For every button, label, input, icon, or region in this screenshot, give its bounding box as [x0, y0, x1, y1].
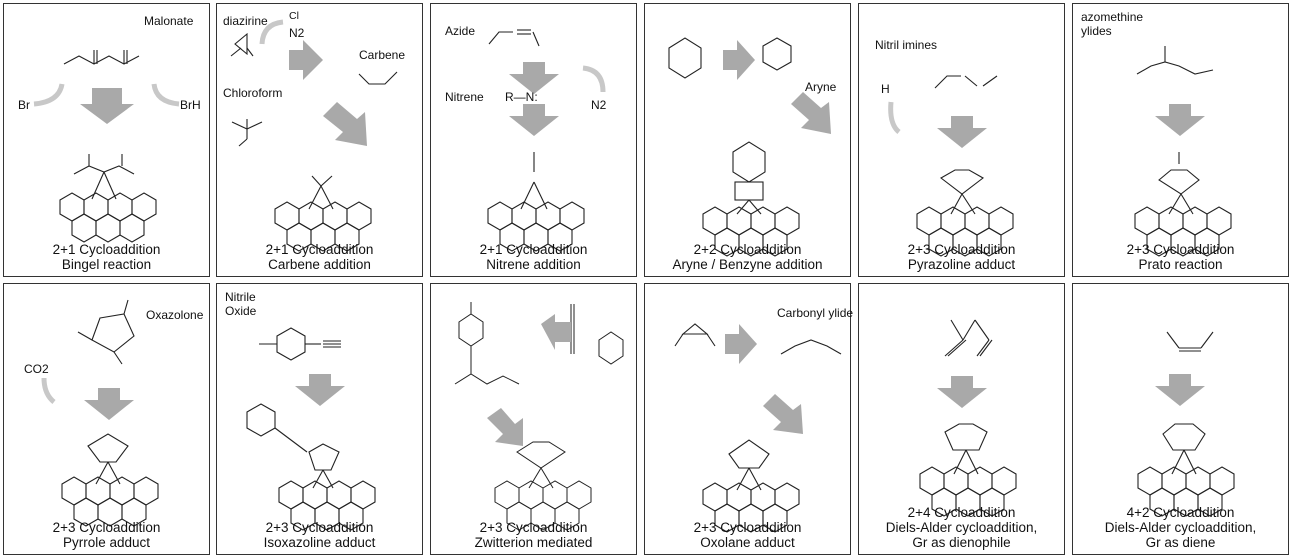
intermediate-label: Aryne: [805, 80, 837, 94]
caption-line2: Pyrazoline adduct: [907, 257, 1016, 272]
panel-prato: azomethine ylides 2+3 Cycloaddition Prat…: [1072, 3, 1289, 277]
reagent-label: Nitril imines: [875, 38, 938, 52]
caption-line1: 4+2 Cycloaddition: [1126, 505, 1235, 520]
reagent1-label: Nitrile: [225, 290, 256, 304]
caption-line2: Prato reaction: [1138, 257, 1223, 272]
caption-line2: Aryne / Benzyne addition: [672, 257, 823, 272]
caption-line1: 2+4 Cycloaddition: [907, 505, 1016, 520]
prato-structure-diagram: [1134, 46, 1232, 257]
caption-line2: Diels-Alder cycloaddition,: [885, 520, 1038, 535]
byproduct-label: N2: [591, 98, 607, 112]
byproduct-label: CO2: [24, 362, 49, 376]
panel-caption: 2+3 Cycloaddition Oxolane adduct: [645, 520, 850, 550]
caption-line2: Zwitterion mediated: [474, 535, 593, 550]
byproduct1-label: Cl: [289, 10, 299, 22]
panel-caption: 2+4 Cycloaddition Diels-Alder cycloaddit…: [859, 505, 1064, 550]
caption-line1: 2+3 Cycloaddition: [907, 242, 1016, 257]
panel-pyrazoline: Nitril imines H 2+3 Cycloaddition Pyrazo…: [858, 3, 1065, 277]
byproduct2-label: N2: [289, 26, 305, 40]
panel-caption: 2+3 Cycloaddition Pyrrole adduct: [4, 520, 209, 550]
caption-line1: 2+3 Cycloaddition: [1126, 242, 1235, 257]
caption-line1: 2+1 Cycloaddition: [52, 242, 161, 257]
panel-caption: 2+2 Cycloaddition Aryne / Benzyne additi…: [645, 242, 850, 272]
caption-line1: 2+1 Cycloaddition: [265, 242, 374, 257]
caption-line1: 2+3 Cycloaddition: [693, 520, 802, 535]
caption-line1: 2+3 Cycloaddition: [52, 520, 161, 535]
oxolane-structure-diagram: [674, 323, 842, 533]
panel-caption: 2+3 Cycloaddition Prato reaction: [1073, 242, 1288, 272]
diels-alder-dienophile-structure-diagram: [919, 319, 1017, 517]
panel-bingel: Malonate Br BrH 2+1 Cycloaddition Bingel…: [3, 3, 210, 277]
panel-pyrrole: Oxazolone CO2 2+3 Cycloaddition Pyrrole …: [3, 283, 210, 555]
caption-line2: Carbene addition: [268, 257, 371, 272]
byproduct-label: H: [881, 82, 890, 96]
bingel-structure-diagram: [33, 50, 180, 243]
reagent2-label: Chloroform: [223, 86, 283, 100]
intermediate-label: Nitrene: [445, 90, 484, 104]
intermediate-label: Carbonyl ylide: [777, 306, 854, 320]
reagent-label: Malonate: [144, 14, 194, 28]
panel-aryne: Aryne 2+2 Cycloaddition Aryne / Benzyne …: [644, 3, 851, 277]
panel-caption: 2+3 Cycloaddition Zwitterion mediated: [431, 520, 636, 550]
caption-line1: 2+2 Cycloaddition: [693, 242, 802, 257]
panel-zwitterion: 2+3 Cycloaddition Zwitterion mediated: [430, 283, 637, 555]
panel-carbene: diazirine Chloroform Carbene Cl N2 2+1 C…: [216, 3, 423, 277]
pyrazoline-structure-diagram: [888, 75, 1014, 257]
caption-line1: 2+1 Cycloaddition: [479, 242, 588, 257]
panel-caption: 4+2 Cycloaddition Diels-Alder cycloaddit…: [1073, 505, 1288, 550]
intermediate-label: Carbene: [359, 48, 406, 62]
caption-line2: Nitrene addition: [486, 257, 581, 272]
byproduct-label: BrH: [180, 98, 201, 112]
carbene-structure-diagram: [230, 19, 398, 252]
zwitterion-structure-diagram: [454, 302, 624, 531]
caption-line2: Oxolane adduct: [700, 535, 795, 550]
caption-line3: Gr as diene: [1145, 535, 1216, 550]
reagent-left-label: Br: [18, 98, 30, 112]
caption-line1: 2+3 Cycloaddition: [479, 520, 588, 535]
panel-diels-alder-diene: 4+2 Cycloaddition Diels-Alder cycloaddit…: [1072, 283, 1289, 555]
panel-caption: 2+1 Cycloaddition Carbene addition: [217, 242, 422, 272]
pyrrole-structure-diagram: [41, 299, 159, 527]
caption-line2: Isoxazoline adduct: [263, 535, 376, 550]
reagent1-label: azomethine: [1081, 10, 1144, 24]
caption-line2: Pyrrole adduct: [62, 535, 151, 550]
panel-caption: 2+3 Cycloaddition Pyrazoline adduct: [859, 242, 1064, 272]
diels-alder-diene-structure-diagram: [1137, 331, 1235, 517]
caption-line2: Bingel reaction: [61, 257, 152, 272]
aryne-structure-diagram: [668, 37, 831, 257]
panel-caption: 2+1 Cycloaddition Bingel reaction: [4, 242, 209, 272]
panel-oxolane: Carbonyl ylide 2+3 Cycloaddition Oxolane…: [644, 283, 854, 555]
panel-caption: 2+3 Cycloaddition Isoxazoline adduct: [217, 520, 422, 550]
nitrene-formula-label: R—N:: [505, 90, 538, 104]
panel-caption: 2+1 Cycloaddition Nitrene addition: [431, 242, 636, 272]
reagent2-label: ylides: [1081, 24, 1112, 38]
isoxazoline-structure-diagram: [246, 327, 376, 531]
panel-diels-alder-dienophile: 2+4 Cycloaddition Diels-Alder cycloaddit…: [858, 283, 1065, 555]
caption-line2: Diels-Alder cycloaddition,: [1104, 520, 1257, 535]
nitrene-structure-diagram: [487, 29, 606, 252]
reagent2-label: Oxide: [225, 304, 257, 318]
panel-isoxazoline: Nitrile Oxide 2+3 Cycloaddition Isoxazol…: [216, 283, 423, 555]
panel-nitrene: Azide Nitrene R—N: N2 2+1 Cycloaddition …: [430, 3, 637, 277]
reagent-label: Azide: [445, 24, 476, 38]
caption-line1: 2+3 Cycloaddition: [265, 520, 374, 535]
reagent-label: Oxazolone: [146, 308, 204, 322]
caption-line3: Gr as dienophile: [912, 535, 1011, 550]
reagent1-label: diazirine: [223, 14, 268, 28]
